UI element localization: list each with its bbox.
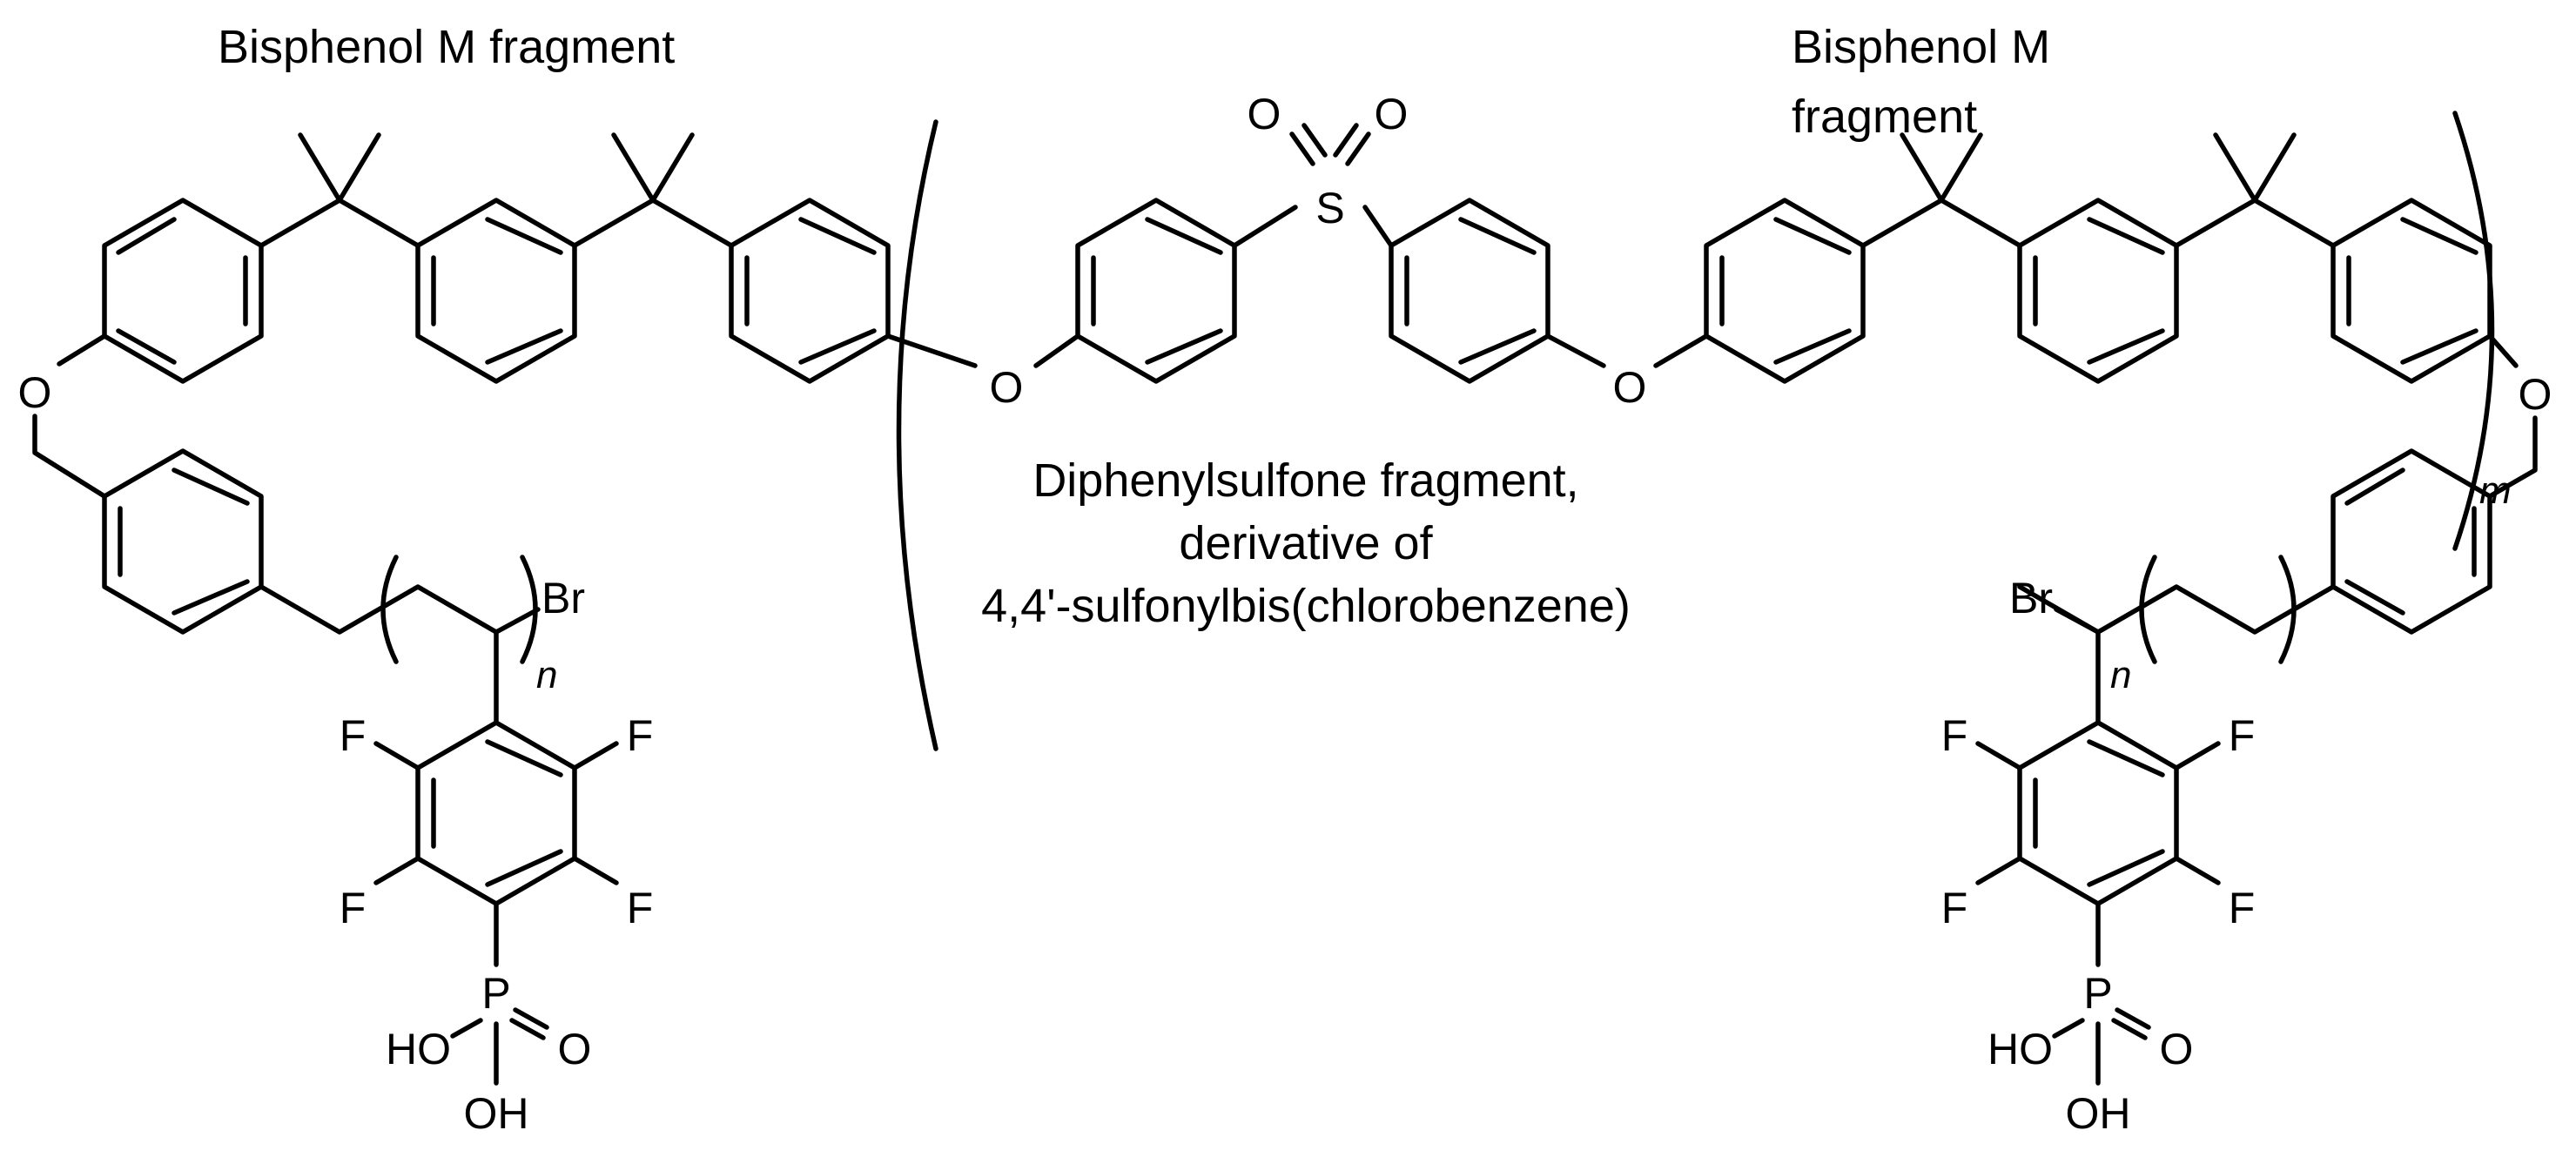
phosphoryl-oxygen-right: O (2160, 1025, 2194, 1073)
hydroxyl-right-2: OH (2066, 1089, 2131, 1138)
subscript-n-right: n (2110, 654, 2131, 696)
fluorine-atom-right-2: F (2229, 711, 2256, 760)
hydroxyl-right-1: HO (1987, 1025, 2053, 1073)
phosphorus-atom-left: P (481, 969, 510, 1018)
bond-lines (32, 111, 2538, 1086)
bisphenol-m-right-caption-line1: Bisphenol M (1792, 21, 2050, 73)
fluorine-atom-left-1: F (340, 711, 367, 760)
hydroxyl-left-2: OH (464, 1089, 529, 1138)
diphenylsulfone-caption-line3: 4,4'-sulfonylbis(chlorobenzene) (981, 580, 1631, 632)
oxygen-atom-dps-left: O (990, 363, 1024, 412)
bromine-atom-right: Br (2009, 574, 2053, 622)
fluorine-atom-left-3: F (340, 884, 367, 932)
diphenylsulfone-caption-line2: derivative of (1179, 517, 1433, 569)
fluorine-atom-right-3: F (1941, 884, 1968, 932)
bromine-atom-left: Br (541, 574, 585, 622)
phosphoryl-oxygen-left: O (558, 1025, 592, 1073)
hydroxyl-left-1: HO (386, 1025, 451, 1073)
fluorine-atom-right-1: F (1941, 711, 1968, 760)
fluorine-atom-left-4: F (627, 884, 654, 932)
bisphenol-m-right-caption-line2: fragment (1792, 91, 1977, 143)
sulfonyl-oxygen-left: O (1248, 90, 1281, 138)
oxygen-atom-left: O (18, 368, 52, 417)
phosphorus-atom-right: P (2083, 969, 2112, 1018)
fluorine-atom-left-2: F (627, 711, 654, 760)
bisphenol-m-left-caption: Bisphenol M fragment (218, 21, 675, 73)
subscript-n-left: n (536, 654, 557, 696)
oxygen-atom-dps-right: O (1613, 363, 1647, 412)
fluorine-atom-right-4: F (2229, 884, 2256, 932)
diphenylsulfone-caption-line1: Diphenylsulfone fragment, (1032, 454, 1578, 507)
sulfonyl-oxygen-right: O (1375, 90, 1409, 138)
sulfur-atom: S (1315, 184, 1344, 232)
oxygen-atom-right: O (2519, 370, 2552, 419)
subscript-m: m (2479, 469, 2512, 512)
